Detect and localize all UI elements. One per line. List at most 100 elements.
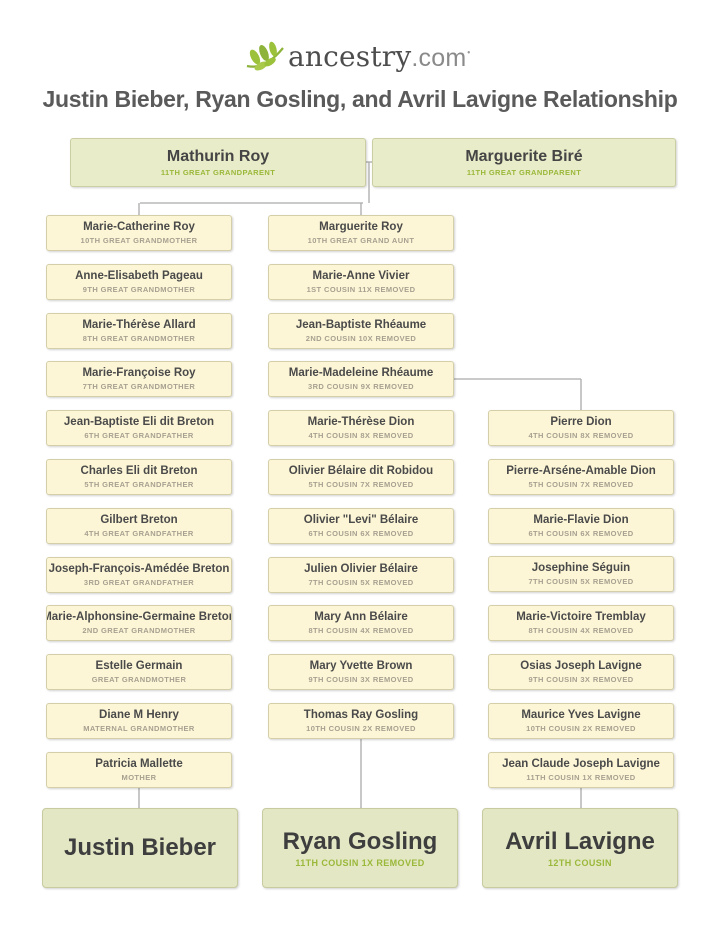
relationship-label: 7TH COUSIN 5X REMOVED xyxy=(528,577,634,586)
final-person-box: Justin Bieber xyxy=(42,808,238,888)
relationship-label: 5TH COUSIN 7X REMOVED xyxy=(528,480,634,489)
person-name: Marie-Françoise Roy xyxy=(82,367,196,379)
person-box: Pierre-Arséne-Amable Dion 5TH COUSIN 7X R… xyxy=(488,459,674,495)
relationship-label: 8TH COUSIN 4X REMOVED xyxy=(528,626,634,635)
relationship-label: 8TH GREAT GRANDMOTHER xyxy=(82,334,196,343)
person-name: Thomas Ray Gosling xyxy=(303,709,419,721)
relationship-label: MATERNAL GRANDMOTHER xyxy=(83,724,195,733)
person-name: Josephine Séguin xyxy=(531,562,631,574)
person-name: Osias Joseph Lavigne xyxy=(520,660,642,672)
person-name: Jean-Baptiste Eli dit Breton xyxy=(63,416,215,428)
relationship-label: 11TH COUSIN 1X REMOVED xyxy=(526,773,636,782)
relationship-label: 10TH GREAT GRAND AUNT xyxy=(307,236,415,245)
person-name: Marie-Thérèse Allard xyxy=(82,319,196,331)
person-box: Marie-Victoire Tremblay 8TH COUSIN 4X REM… xyxy=(488,605,674,641)
person-name: Pierre Dion xyxy=(550,416,612,428)
person-name: Mathurin Roy xyxy=(166,148,270,165)
relationship-label: 2ND GREAT GRANDMOTHER xyxy=(82,626,196,635)
relationship-label: 10TH GREAT GRANDMOTHER xyxy=(80,236,198,245)
ancestry-logo: ancestry.com• xyxy=(0,38,720,78)
relationship-label: 9TH GREAT GRANDMOTHER xyxy=(82,285,196,294)
person-box: Joseph-François-Amédée Breton 3RD GREAT G… xyxy=(46,557,232,593)
logo-suffix: .com xyxy=(411,44,467,72)
relationship-label: 10TH COUSIN 2X REMOVED xyxy=(306,724,416,733)
person-box: Thomas Ray Gosling 10TH COUSIN 2X REMOVED xyxy=(268,703,454,739)
relationship-label: 12TH COUSIN xyxy=(548,857,612,868)
person-name: Marie-Alphonsine-Germaine Breton xyxy=(46,611,232,623)
relationship-label: 1ST COUSIN 11X REMOVED xyxy=(306,285,416,294)
person-box: Charles Eli dit Breton 5TH GREAT GRANDFAT… xyxy=(46,459,232,495)
relationship-label: 4TH GREAT GRANDFATHER xyxy=(84,529,194,538)
relationship-label: 9TH COUSIN 3X REMOVED xyxy=(528,675,634,684)
relationship-label: 10TH COUSIN 2X REMOVED xyxy=(526,724,636,733)
final-person-box: Ryan Gosling 11TH COUSIN 1X REMOVED xyxy=(262,808,458,888)
relationship-label: 2ND COUSIN 10X REMOVED xyxy=(305,334,417,343)
ancestor-box: Marguerite Biré 11TH GREAT GRANDPARENT xyxy=(372,138,676,187)
person-name: Pierre-Arséne-Amable Dion xyxy=(506,465,656,477)
person-box: Marie-Anne Vivier 1ST COUSIN 11X REMOVED xyxy=(268,264,454,300)
person-box: Marie-Alphonsine-Germaine Breton 2ND GREA… xyxy=(46,605,232,641)
relationship-label: 8TH COUSIN 4X REMOVED xyxy=(308,626,414,635)
person-name: Marguerite Roy xyxy=(319,221,403,233)
person-box: Mary Ann Bélaire 8TH COUSIN 4X REMOVED xyxy=(268,605,454,641)
relationship-label: 7TH GREAT GRANDMOTHER xyxy=(82,382,196,391)
relationship-label: 5TH GREAT GRANDFATHER xyxy=(84,480,194,489)
person-box: Marie-Thérèse Allard 8TH GREAT GRANDMOTHE… xyxy=(46,313,232,349)
relationship-label: MOTHER xyxy=(121,773,157,782)
person-name: Estelle Germain xyxy=(95,660,183,672)
person-box: Josephine Séguin 7TH COUSIN 5X REMOVED xyxy=(488,556,674,592)
person-name: Marie-Anne Vivier xyxy=(312,270,410,282)
person-name: Avril Lavigne xyxy=(505,827,655,855)
person-box: Osias Joseph Lavigne 9TH COUSIN 3X REMOVE… xyxy=(488,654,674,690)
person-name: Charles Eli dit Breton xyxy=(80,465,198,477)
person-box: Marguerite Roy 10TH GREAT GRAND AUNT xyxy=(268,215,454,251)
person-name: Jean-Baptiste Rhéaume xyxy=(295,319,427,331)
person-name: Justin Bieber xyxy=(63,834,217,861)
person-name: Maurice Yves Lavigne xyxy=(521,709,641,721)
page-title: Justin Bieber, Ryan Gosling, and Avril L… xyxy=(42,86,678,112)
person-name: Olivier "Levi" Bélaire xyxy=(303,514,419,526)
person-box: Marie-Catherine Roy 10TH GREAT GRANDMOTHE… xyxy=(46,215,232,251)
relationship-label: 11TH COUSIN 1X REMOVED xyxy=(295,857,425,868)
relationship-label: 11TH GREAT GRANDPARENT xyxy=(466,168,582,177)
person-name: Mary Ann Bélaire xyxy=(314,611,408,623)
person-name: Marie-Madeleine Rhéaume xyxy=(288,367,434,379)
leaf-icon xyxy=(246,41,284,71)
person-name: Marie-Flavie Dion xyxy=(533,514,629,526)
person-name: Marie-Victoire Tremblay xyxy=(516,611,646,623)
relationship-label: 6TH GREAT GRANDFATHER xyxy=(84,431,194,440)
person-name: Patricia Mallette xyxy=(95,758,183,770)
person-name: Ryan Gosling xyxy=(282,827,438,855)
logo-brand: ancestry xyxy=(288,40,412,73)
person-box: Maurice Yves Lavigne 10TH COUSIN 2X REMOV… xyxy=(488,703,674,739)
person-name: Olivier Bélaire dit Robidou xyxy=(288,465,434,477)
person-name: Gilbert Breton xyxy=(100,514,178,526)
person-name: Marguerite Biré xyxy=(465,148,583,165)
person-box: Jean-Baptiste Eli dit Breton 6TH GREAT GR… xyxy=(46,410,232,446)
person-box: Marie-Françoise Roy 7TH GREAT GRANDMOTHER xyxy=(46,361,232,397)
relationship-label: 9TH COUSIN 3X REMOVED xyxy=(308,675,414,684)
person-name: Diane M Henry xyxy=(99,709,179,721)
relationship-label: 4TH COUSIN 8X REMOVED xyxy=(528,431,634,440)
person-box: Pierre Dion 4TH COUSIN 8X REMOVED xyxy=(488,410,674,446)
relationship-label: 4TH COUSIN 8X REMOVED xyxy=(308,431,414,440)
relationship-label: 3RD GREAT GRANDFATHER xyxy=(83,578,195,587)
person-name: Anne-Elisabeth Pageau xyxy=(75,270,203,282)
relationship-label: 7TH COUSIN 5X REMOVED xyxy=(308,578,414,587)
person-name: Marie-Catherine Roy xyxy=(83,221,195,233)
person-name: Joseph-François-Amédée Breton xyxy=(48,563,230,575)
person-box: Anne-Elisabeth Pageau 9TH GREAT GRANDMOTH… xyxy=(46,264,232,300)
person-box: Jean-Baptiste Rhéaume 2ND COUSIN 10X REMO… xyxy=(268,313,454,349)
relationship-label: 11TH GREAT GRANDPARENT xyxy=(160,168,276,177)
relationship-label: GREAT GRANDMOTHER xyxy=(91,675,187,684)
